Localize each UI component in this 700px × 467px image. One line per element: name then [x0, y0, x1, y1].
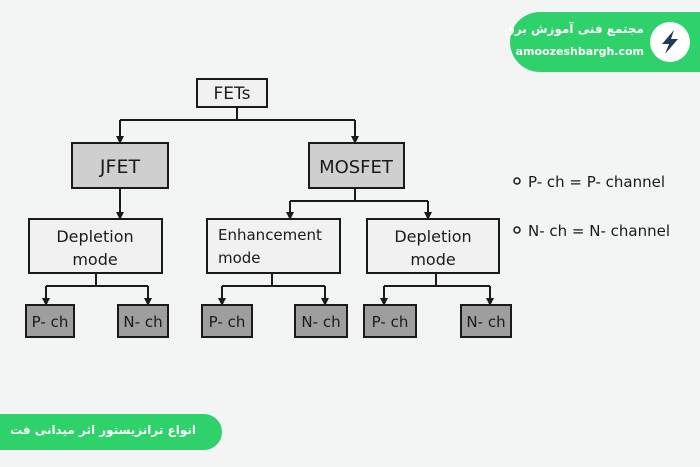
node-mosfet-label: MOSFET [319, 157, 394, 178]
connectors [42, 107, 494, 306]
node-dep-p-ch: P- ch [363, 304, 417, 338]
lightning-s-icon [650, 22, 690, 62]
node-jfet: JFET [71, 142, 169, 189]
node-jfet-p-ch-label: P- ch [32, 313, 69, 331]
node-jfet-p-ch: P- ch [25, 304, 75, 338]
node-mos-enhancement-line1: Enhancement [218, 226, 322, 244]
node-jfet-depletion-line2: mode [72, 250, 117, 269]
bullet-icon [513, 226, 521, 234]
legend: P- ch = P- channel N- ch = N- channel [513, 173, 670, 240]
node-enh-p-ch: P- ch [201, 304, 253, 338]
node-dep-n-ch-label: N- ch [466, 313, 505, 331]
node-enh-n-ch: N- ch [294, 304, 348, 338]
node-mos-enhancement: Enhancement mode [206, 218, 341, 274]
bullet-icon [513, 177, 521, 185]
brand-banner: مجتمع فنی آموزش برق amoozeshbargh.com [504, 12, 700, 72]
node-jfet-depletion: Depletion mode [28, 218, 163, 274]
caption-text: انواع ترانزیستور اثر میدانی فت [10, 423, 196, 437]
node-jfet-depletion-line1: Depletion [56, 227, 133, 246]
legend-p-channel-text: P- ch = P- channel [528, 173, 665, 191]
caption-banner: انواع ترانزیستور اثر میدانی فت [0, 414, 222, 450]
legend-item-p-channel: P- ch = P- channel [513, 173, 665, 191]
node-mos-depletion-line2: mode [410, 250, 455, 269]
node-mos-depletion-line1: Depletion [394, 227, 471, 246]
node-mos-depletion: Depletion mode [366, 218, 500, 274]
node-fets-label: FETs [214, 84, 251, 104]
node-mos-enhancement-line2: mode [218, 249, 261, 267]
node-fets: FETs [196, 78, 268, 108]
legend-item-n-channel: N- ch = N- channel [513, 222, 670, 240]
brand-url: amoozeshbargh.com [515, 45, 644, 58]
brand-title: مجتمع فنی آموزش برق [504, 22, 644, 36]
node-jfet-n-ch: N- ch [117, 304, 169, 338]
legend-n-channel-text: N- ch = N- channel [528, 222, 670, 240]
node-enh-n-ch-label: N- ch [301, 313, 340, 331]
node-jfet-n-ch-label: N- ch [123, 313, 162, 331]
node-dep-p-ch-label: P- ch [372, 313, 409, 331]
node-jfet-label: JFET [99, 156, 141, 178]
node-enh-p-ch-label: P- ch [209, 313, 246, 331]
node-mosfet: MOSFET [308, 142, 405, 189]
node-dep-n-ch: N- ch [460, 304, 512, 338]
